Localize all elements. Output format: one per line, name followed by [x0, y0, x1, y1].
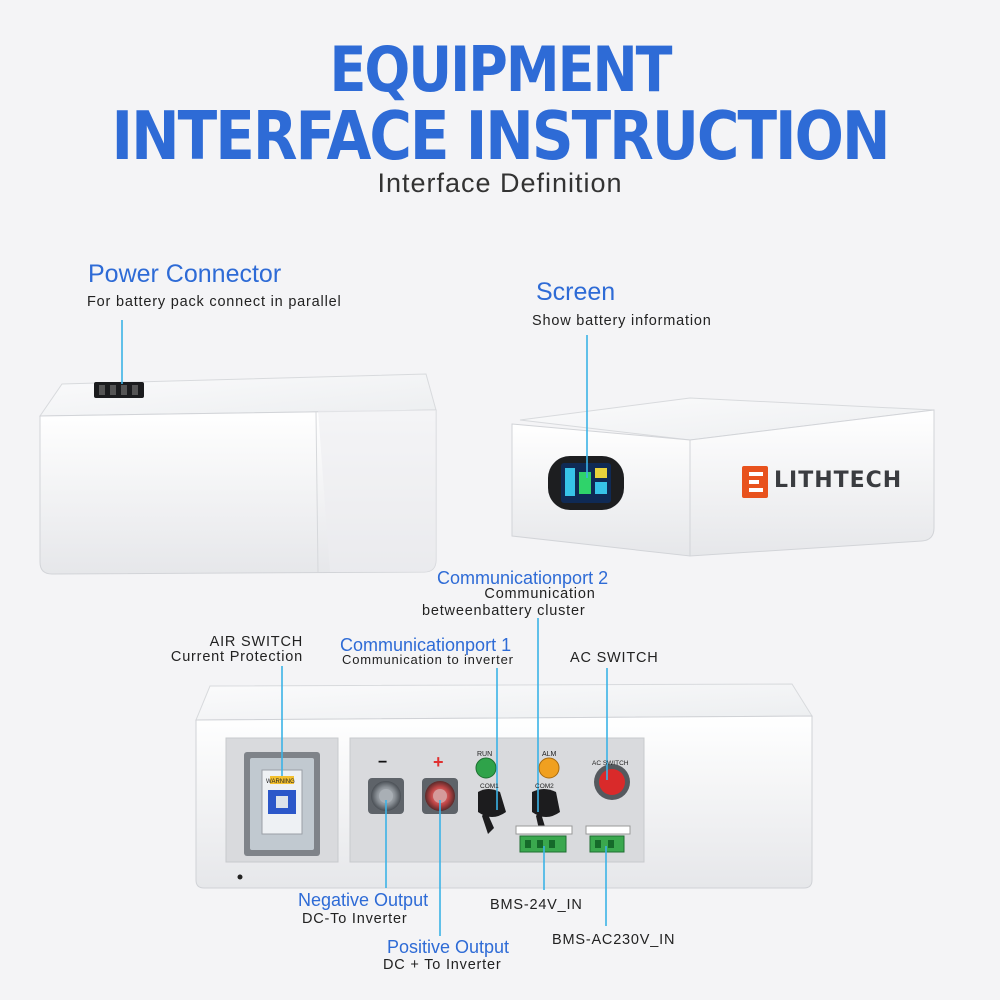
positive-output-desc: DC + To Inverter [383, 957, 502, 973]
brand-logo: LITHTECH [742, 462, 901, 502]
comm-port-1-title: Communicationport 1 [340, 635, 512, 655]
alm-label: ALM [542, 751, 557, 758]
negative-terminal[interactable] [368, 778, 404, 814]
air-switch-desc: Current Protection [170, 649, 303, 665]
comm-port-2-title: Communicationport 2 [437, 568, 609, 588]
subtitle: Interface Definition [377, 168, 623, 198]
alm-led [538, 757, 560, 779]
negative-output-title: Negative Output [298, 890, 429, 910]
plus-label: + [433, 752, 444, 772]
comm-port-2-desc-1: Communication [484, 586, 596, 602]
bms-24v-label: BMS-24V_IN [490, 897, 583, 913]
leader-lines [121, 320, 608, 936]
brand-name: LITHTECH [774, 468, 903, 493]
positive-terminal[interactable] [422, 778, 458, 814]
air-switch-title: AIR SWITCH [209, 634, 303, 650]
air-switch[interactable] [244, 752, 320, 856]
title-line-1: EQUIPMENT [329, 33, 673, 106]
bms-24v-terminal [515, 825, 573, 853]
title-line-2: INTERFACE INSTRUCTION [111, 96, 891, 176]
battery-screen [548, 456, 624, 510]
comm-port-2-desc-2: betweenbattery cluster [422, 603, 586, 619]
comm-port-1-desc: Communication to inverter [342, 652, 514, 667]
ac-switch-title: AC SWITCH [570, 650, 659, 666]
ac-switch-panel-label: AC SWITCH [592, 760, 629, 767]
minus-label: − [378, 754, 389, 771]
bms-ac230v-label: BMS-AC230V_IN [552, 932, 676, 948]
screen-title: Screen [536, 278, 616, 306]
screen-desc: Show battery information [532, 313, 712, 329]
com1-port[interactable] [478, 789, 506, 834]
warning-label: WARNING [266, 779, 295, 785]
negative-output-desc: DC-To Inverter [302, 911, 408, 927]
bms-ac230v-terminal [585, 825, 631, 853]
com1-label: COM1 [480, 783, 499, 790]
power-connector-port [94, 382, 144, 398]
positive-output-title: Positive Output [387, 937, 510, 957]
run-led [475, 757, 497, 779]
battery-pack-top-view [39, 373, 437, 575]
com2-label: COM2 [535, 783, 554, 790]
battery-pack-front-view [511, 397, 935, 557]
run-label: RUN [477, 751, 493, 758]
ac-switch-button[interactable] [594, 764, 630, 800]
power-connector-title: Power Connector [88, 260, 282, 288]
power-connector-desc: For battery pack connect in parallel [87, 294, 342, 310]
